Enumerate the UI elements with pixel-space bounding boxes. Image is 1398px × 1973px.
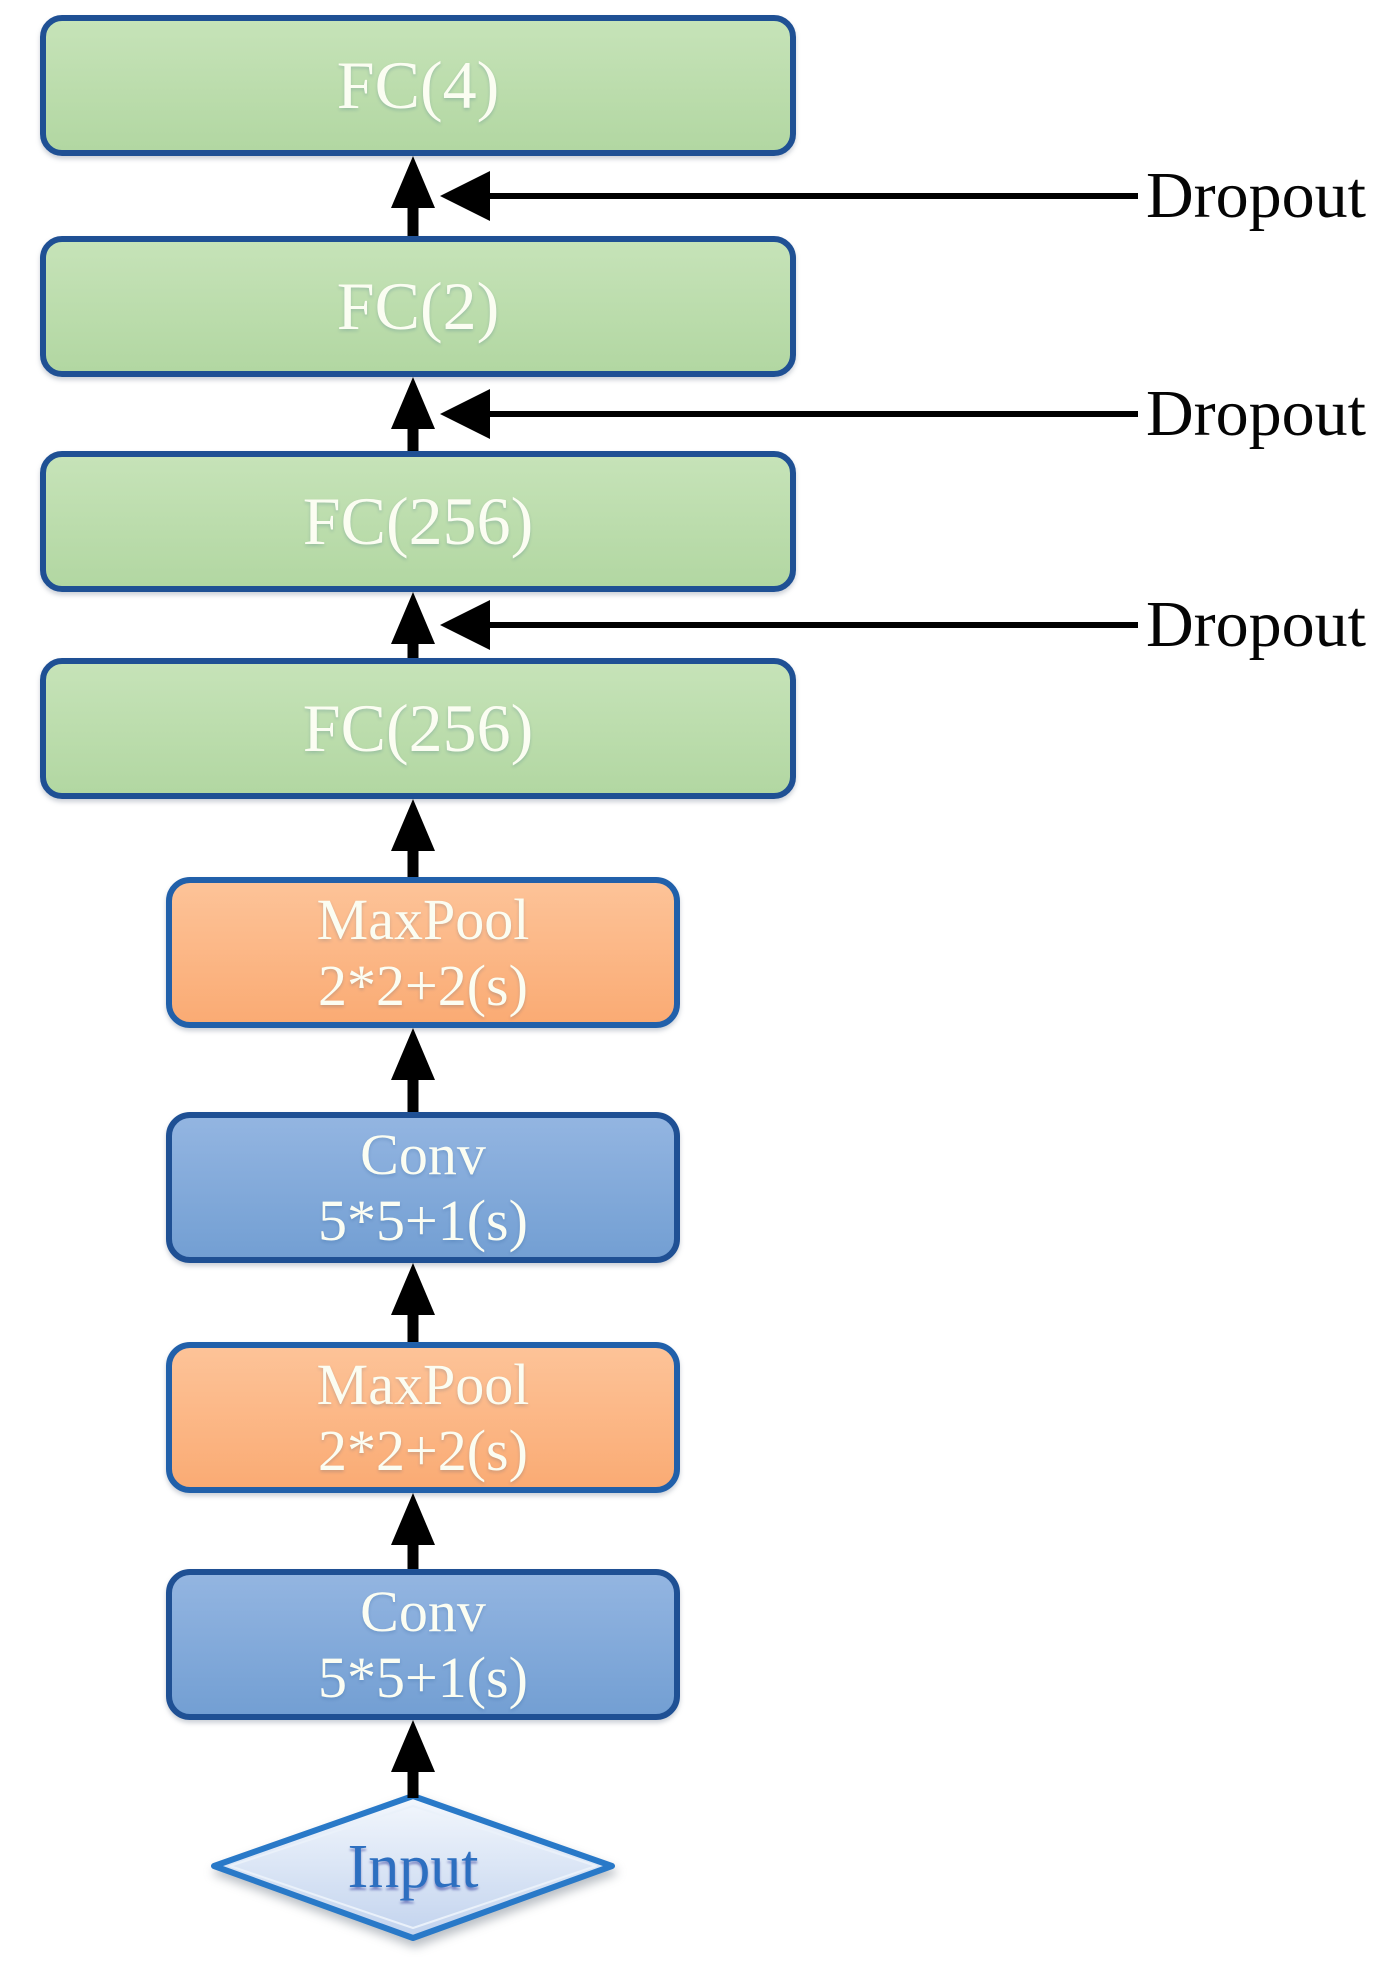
input-diamond-inner-highlight [229, 1805, 597, 1929]
maxpool-upper-line1: MaxPool [316, 886, 530, 952]
conv-upper-line2: 5*5+1(s) [318, 1187, 528, 1253]
dropout-arrow-icon-3 [440, 600, 1138, 650]
up-arrow-icon-maxpool-to-conv [391, 1263, 435, 1342]
maxpool-upper-line2: 2*2+2(s) [318, 952, 528, 1018]
up-arrow-icon-conv-to-maxpool-lower [391, 1493, 435, 1569]
dropout-label-1: Dropout [1146, 159, 1366, 232]
dropout-label-3: Dropout [1146, 588, 1366, 661]
maxpool-lower-box: MaxPool 2*2+2(s) [166, 1342, 680, 1493]
conv-upper-line1: Conv [360, 1121, 486, 1187]
input-diamond [211, 1793, 615, 1941]
maxpool-upper-box: MaxPool 2*2+2(s) [166, 877, 680, 1028]
fc2-label: FC(2) [336, 268, 500, 344]
input-label: Input [347, 1833, 479, 1901]
maxpool-lower-line1: MaxPool [316, 1351, 530, 1417]
input-diamond-shape [211, 1793, 615, 1941]
fc256-upper-label: FC(256) [302, 483, 534, 559]
fc4-label: FC(4) [336, 47, 500, 123]
dropout-label-2: Dropout [1146, 377, 1366, 450]
maxpool-lower-line2: 2*2+2(s) [318, 1417, 528, 1483]
up-arrow-icon-fc256-to-fc2 [391, 377, 435, 451]
up-arrow-icon-conv-to-maxpool-upper [391, 1028, 435, 1112]
fc256-lower-box: FC(256) [40, 658, 796, 799]
fc2-box: FC(2) [40, 236, 796, 377]
up-arrow-icon-fc256-to-fc256 [391, 592, 435, 658]
up-arrow-icon-maxpool-to-fc256 [391, 799, 435, 877]
fc256-lower-label: FC(256) [302, 690, 534, 766]
fc4-box: FC(4) [40, 15, 796, 156]
conv-lower-box: Conv 5*5+1(s) [166, 1569, 680, 1720]
dropout-arrow-icon-1 [440, 171, 1138, 221]
dropout-arrow-icon-2 [440, 389, 1138, 439]
conv-lower-line1: Conv [360, 1578, 486, 1644]
conv-upper-box: Conv 5*5+1(s) [166, 1112, 680, 1263]
up-arrow-icon-input-to-conv [391, 1720, 435, 1798]
fc256-upper-box: FC(256) [40, 451, 796, 592]
conv-lower-line2: 5*5+1(s) [318, 1644, 528, 1710]
up-arrow-icon-fc2-to-fc4 [391, 156, 435, 236]
